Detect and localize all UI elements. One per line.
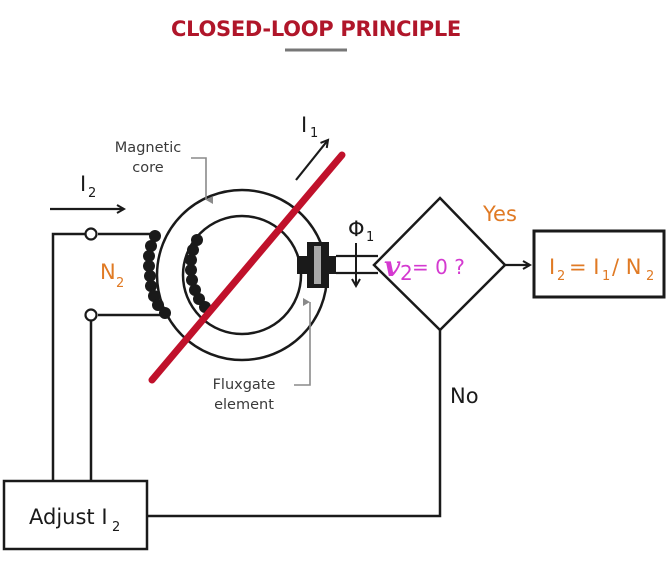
svg-text:1: 1: [366, 230, 374, 245]
svg-text:= 0 ?: = 0 ?: [412, 255, 465, 279]
i2-label: I 2: [80, 172, 96, 201]
magnetic-core-callout: Magnetic core: [115, 140, 213, 204]
svg-text:v: v: [384, 250, 401, 283]
svg-text:element: element: [214, 397, 274, 413]
svg-text:N: N: [100, 260, 116, 284]
svg-text:2: 2: [116, 276, 124, 291]
diagram-title: CLOSED-LOOP PRINCIPLE: [171, 17, 461, 41]
svg-text:Φ: Φ: [348, 217, 365, 241]
svg-text:2: 2: [88, 186, 96, 201]
primary-conductor: [148, 151, 346, 384]
winding-circuit: [51, 232, 166, 481]
secondary-winding-outer: [143, 230, 171, 319]
i1-label: I 1: [301, 113, 318, 141]
terminals: [84, 227, 98, 322]
svg-text:I: I: [549, 255, 555, 279]
result-formula: I 2 = I 1 / N 2: [549, 255, 654, 284]
svg-text:Fluxgate: Fluxgate: [213, 377, 276, 393]
svg-text:= I: = I: [569, 255, 599, 279]
svg-text:I: I: [301, 113, 307, 137]
phi1-label: Φ 1: [348, 217, 374, 245]
svg-text:I: I: [80, 172, 86, 196]
fluxgate-callout: Fluxgate element: [213, 298, 311, 413]
svg-text:Adjust I: Adjust I: [29, 505, 108, 529]
adjust-i2-box: [2, 479, 149, 551]
i1-direction-arrow: [295, 140, 328, 181]
svg-text:core: core: [132, 160, 163, 176]
svg-text:2: 2: [557, 269, 565, 284]
svg-text:1: 1: [310, 126, 318, 141]
terminal-bottom: [84, 308, 98, 322]
svg-text:1: 1: [602, 269, 610, 284]
svg-text:2: 2: [400, 261, 413, 285]
svg-text:2: 2: [646, 269, 654, 284]
svg-text:Magnetic: Magnetic: [115, 140, 181, 156]
svg-text:2: 2: [112, 520, 120, 535]
secondary-winding-inner: [185, 234, 211, 313]
no-label: No: [450, 384, 479, 408]
decision-condition: v 2 = 0 ?: [384, 250, 465, 285]
terminal-top: [84, 227, 98, 241]
no-feedback-path: [148, 330, 442, 518]
fluxgate-element: [297, 242, 336, 288]
yes-label: Yes: [482, 202, 517, 226]
adjust-i2-label: Adjust I 2: [29, 505, 120, 535]
n2-label: N 2: [100, 260, 124, 291]
result-box: [532, 229, 666, 299]
svg-text:/ N: / N: [612, 255, 641, 279]
